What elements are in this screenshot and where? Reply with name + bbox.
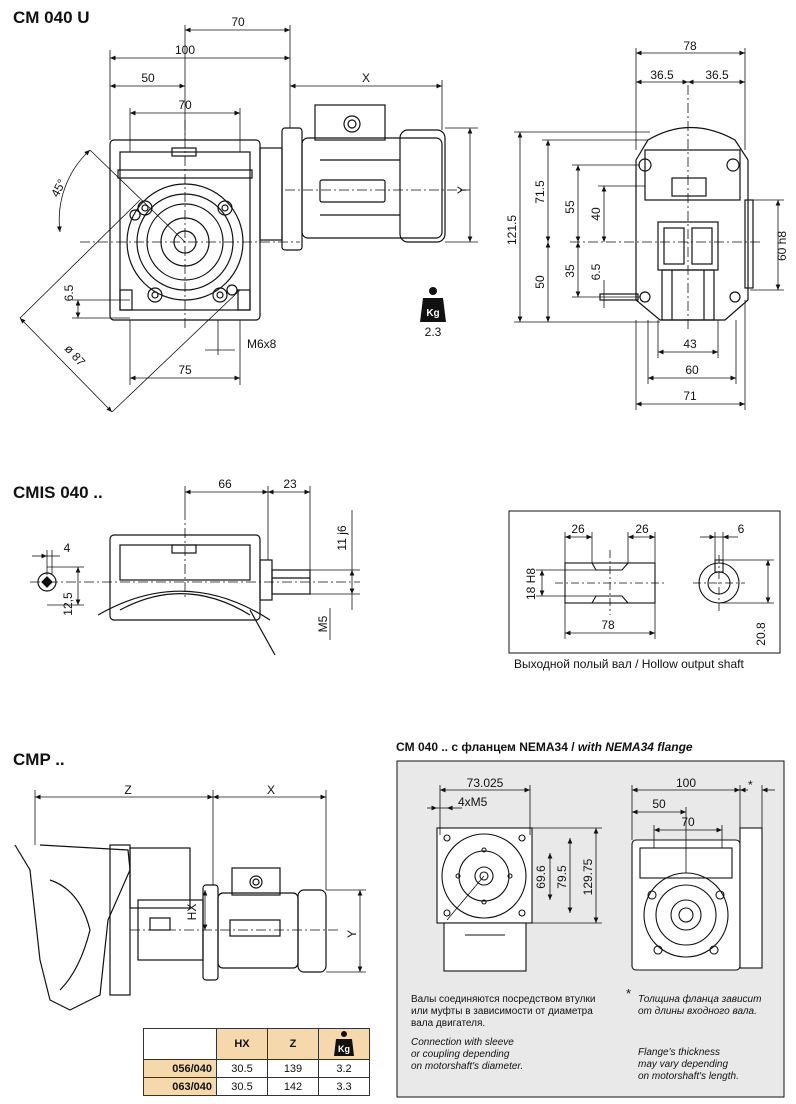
dim-100: 100: [676, 776, 696, 790]
col-header-kg: Kg: [318, 1028, 370, 1060]
nema-note-en: Connection with sleeve or coupling depen…: [411, 1037, 524, 1072]
dim-69-6: 69.6: [534, 865, 548, 889]
dim-26-left: 26: [571, 522, 585, 536]
dim-X: X: [362, 71, 370, 85]
col-header-hx: HX: [216, 1028, 268, 1060]
dim-50: 50: [533, 275, 547, 289]
dim-6-5: 6.5: [589, 263, 603, 280]
dim-4: 4: [64, 541, 71, 555]
cell-z: 142: [267, 1077, 319, 1096]
dim-121-5: 121.5: [505, 215, 519, 245]
dim-70-top: 70: [231, 15, 245, 29]
nema34-title: CM 040 .. с фланцем NEMA34 / with NEMA34…: [396, 740, 693, 754]
cell-kg: 3.3: [318, 1077, 370, 1096]
table-row: 063/040 30.5 142 3.3: [143, 1077, 370, 1096]
dim-45-degrees: 45°: [48, 177, 69, 200]
svg-text:Kg: Kg: [338, 1044, 350, 1054]
cell-kg: 3.2: [318, 1059, 370, 1078]
dim-X: X: [267, 783, 275, 797]
spec-table: HX Z Kg 056/040 30.5 139 3.2 063/040 30.…: [143, 1028, 370, 1096]
cmis040-view: [37, 534, 311, 656]
dim-60-h8: 60 h8: [775, 231, 789, 261]
dim-18-H8: 18 H8: [524, 568, 538, 600]
dim-129-75: 129.75: [581, 858, 595, 895]
dim-50: 50: [652, 797, 666, 811]
weight-icon: Kg: [420, 287, 446, 322]
dim-79-5: 79.5: [555, 865, 569, 889]
flange-note-ru: Толщина фланца зависит от длины входного…: [638, 994, 762, 1017]
nema34-flange-view: [436, 827, 533, 972]
weight-icon: Kg: [334, 1030, 354, 1056]
dim-55: 55: [563, 200, 577, 214]
dim-36-5-right: 36.5: [705, 68, 729, 82]
dim-Y: Y: [345, 930, 359, 938]
dim-40: 40: [589, 207, 603, 221]
dim-78: 78: [601, 618, 615, 632]
dim-6: 6: [738, 522, 745, 536]
nema-note-ru: Валы соединяются посредством втулки или …: [411, 994, 596, 1029]
dim-12-5: 12,5: [61, 592, 75, 616]
cmp-view: [14, 844, 327, 1011]
dim-star: *: [748, 778, 753, 792]
dim-26-right: 26: [635, 522, 649, 536]
dim-78: 78: [683, 39, 697, 53]
nema34-gearbox-view: [631, 827, 763, 971]
cell-hx: 30.5: [216, 1059, 268, 1078]
dim-4xM5: 4xM5: [458, 795, 488, 809]
section-title-cm040u: CM 040 U: [13, 8, 90, 27]
dim-60: 60: [685, 363, 699, 377]
dim-75: 75: [178, 363, 192, 377]
col-header-z: Z: [267, 1028, 319, 1060]
dim-73-025: 73.025: [467, 776, 504, 790]
hollow-shaft-caption: Выходной полый вал / Hollow output shaft: [514, 657, 744, 671]
dim-36-5-left: 36.5: [650, 68, 674, 82]
row-model: 056/040: [143, 1059, 217, 1078]
hollow-shaft-drawing: [564, 559, 740, 604]
dim-m5: M5: [316, 615, 330, 632]
hollow-shaft-panel: [508, 510, 781, 654]
nema-note2-star: *: [626, 986, 632, 1001]
section-title-cmp: CMP ..: [13, 750, 65, 769]
dim-71-5: 71.5: [533, 180, 547, 204]
dim-71: 71: [683, 389, 697, 403]
dim-70-inner: 70: [178, 98, 192, 112]
cell-hx: 30.5: [216, 1077, 268, 1096]
dim-35: 35: [563, 264, 577, 278]
table-row: 056/040 30.5 139 3.2: [143, 1059, 370, 1078]
row-model: 063/040: [143, 1077, 217, 1096]
cell-z: 139: [267, 1059, 319, 1078]
dim-HX: HX: [185, 904, 199, 921]
dim-70: 70: [681, 815, 695, 829]
flange-note-en: Flange's thickness may vary depending on…: [638, 1047, 739, 1082]
dim-11-j6: 11 j6: [335, 525, 349, 550]
svg-text:Kg: Kg: [426, 308, 439, 319]
dim-43: 43: [683, 337, 697, 351]
dim-20-8: 20.8: [754, 622, 768, 646]
dim-m6x8: M6x8: [247, 337, 277, 351]
table-corner: [143, 1028, 217, 1060]
dim-Z: Z: [124, 783, 131, 797]
section-title-cmis040: CMIS 040 ..: [13, 483, 103, 502]
dim-6-5: 6.5: [62, 284, 76, 301]
cm040u-side-view: [599, 126, 754, 321]
dim-Y: Y: [455, 186, 469, 194]
cm040u-front-view: [109, 104, 446, 321]
dim-23: 23: [283, 477, 297, 491]
dim-100: 100: [175, 43, 195, 57]
dim-66: 66: [218, 477, 232, 491]
dim-50: 50: [141, 71, 155, 85]
weight-value: 2.3: [425, 325, 442, 339]
